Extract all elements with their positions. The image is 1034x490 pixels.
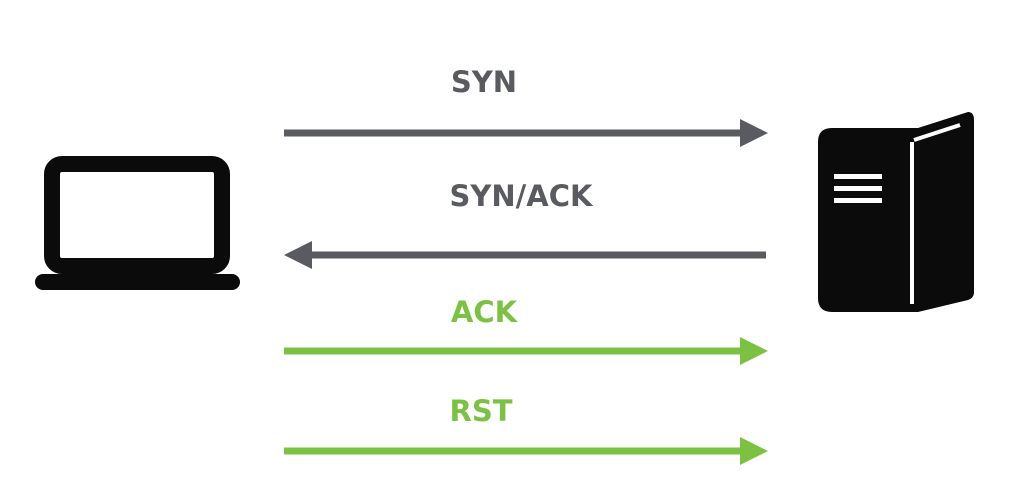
arrow-right-icon bbox=[284, 119, 768, 147]
message-label: SYN/ACK bbox=[450, 179, 594, 213]
message-syn: SYN bbox=[284, 65, 768, 147]
message-label: ACK bbox=[451, 295, 519, 329]
arrow-left-icon bbox=[284, 241, 766, 269]
arrow-right-icon bbox=[284, 337, 768, 365]
server-tower-icon bbox=[818, 112, 974, 312]
message-syn-ack: SYN/ACK bbox=[284, 179, 766, 269]
message-label: SYN bbox=[451, 65, 517, 99]
message-ack: ACK bbox=[284, 295, 768, 365]
message-label: RST bbox=[450, 394, 513, 428]
laptop-icon bbox=[35, 156, 240, 290]
arrow-right-icon bbox=[284, 437, 768, 465]
message-rst: RST bbox=[284, 394, 768, 465]
